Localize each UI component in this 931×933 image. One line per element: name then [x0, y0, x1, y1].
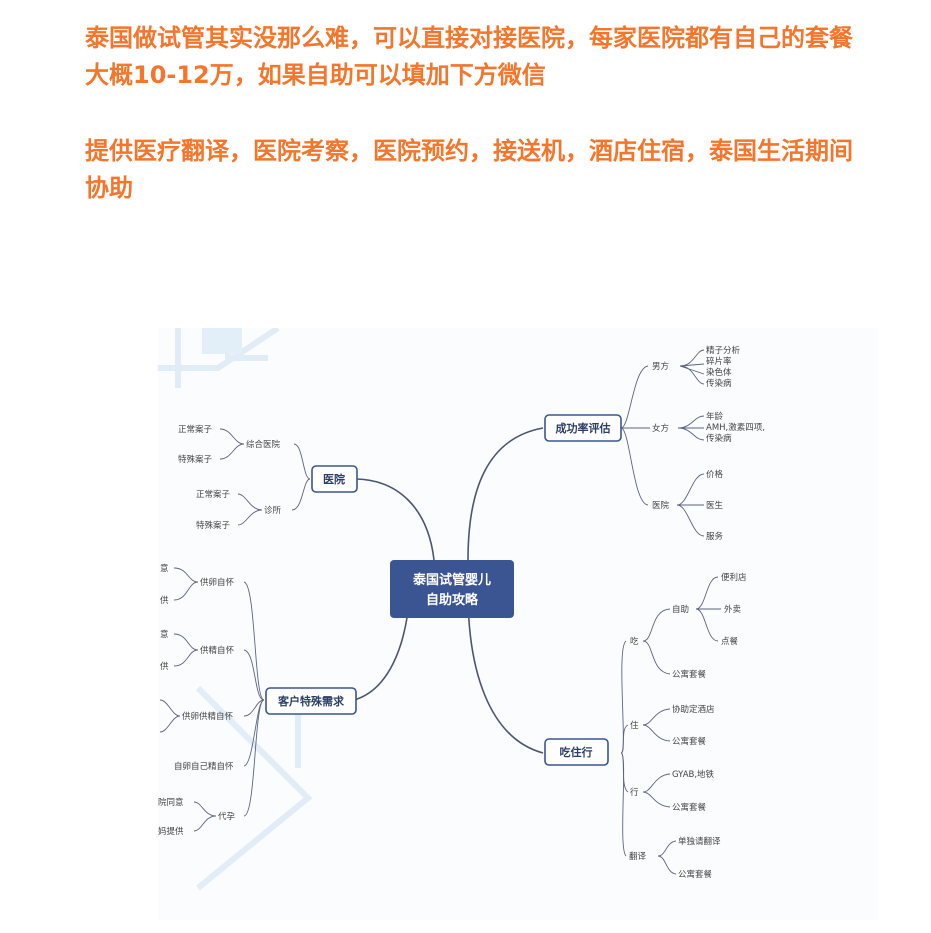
node-sperm-donor-item: 供 [160, 661, 169, 672]
node-success-hospital-item: 服务 [706, 531, 724, 542]
node-sperm-donor: 供精自怀 [200, 645, 235, 656]
node-female: 女方 [652, 423, 669, 434]
node-success-hospital-item: 价格 [706, 469, 724, 480]
node-sperm-donor-item: 意 [160, 629, 169, 640]
node-eat-apartment: 公寓套餐 [672, 669, 707, 680]
success-connectors [620, 349, 705, 537]
mind-map: 泰国试管婴儿 自助攻略 成功率评估 吃住行 医院 客户特殊需求 男方 精子分析 … [158, 328, 878, 920]
node-eat-self: 自助 [672, 604, 689, 615]
center-node: 泰国试管婴儿 自助攻略 [390, 560, 514, 618]
connector-success [467, 427, 544, 561]
node-translate-item: 公寓套餐 [678, 869, 713, 880]
node-stay-item: 协助定酒店 [672, 704, 715, 715]
node-female-item: 年龄 [706, 411, 724, 422]
topic-living-label: 吃住行 [560, 745, 593, 759]
node-male-item: 传染病 [706, 378, 732, 389]
node-travel: 行 [630, 787, 639, 798]
center-title-line1: 泰国试管婴儿 [412, 572, 491, 588]
hospital-connectors [219, 428, 311, 526]
topic-special: 客户特殊需求 [265, 687, 357, 715]
node-general-hospital-item: 正常案子 [178, 424, 213, 435]
background-block [202, 328, 242, 354]
node-translate: 翻译 [629, 852, 647, 862]
connector-living [467, 591, 544, 754]
node-male-item: 碎片率 [706, 356, 732, 367]
living-connectors [620, 576, 721, 875]
node-surrogate: 代孕 [218, 811, 236, 822]
node-male-item: 染色体 [706, 367, 732, 378]
node-surrogate-item: 妈提供 [158, 826, 184, 837]
node-travel-item: 公寓套餐 [672, 802, 707, 813]
topic-hospital: 医院 [311, 465, 358, 493]
node-clinic-item: 特殊案子 [196, 520, 231, 531]
node-success-hospital-item: 医生 [706, 500, 724, 511]
intro-paragraph-2: 提供医疗翻译，医院考察，医院预约，接送机，酒店住宿，泰国生活期间协助 [85, 137, 853, 202]
node-eat-self-item: 点餐 [721, 637, 739, 647]
node-egg-donor: 供卵自怀 [200, 577, 235, 588]
node-female-item: AMH,激素四项, [706, 422, 765, 433]
node-egg-donor-item: 意 [160, 563, 169, 574]
node-surrogate-item: 院同意 [158, 797, 184, 808]
node-general-hospital-item: 特殊案子 [178, 454, 213, 465]
center-node-box [390, 560, 514, 618]
node-male: 男方 [652, 361, 669, 372]
node-general-hospital: 综合医院 [246, 439, 281, 450]
node-eat: 吃 [630, 636, 639, 647]
node-eat-self-item: 外卖 [724, 604, 742, 615]
topic-living: 吃住行 [544, 738, 609, 766]
topic-success: 成功率评估 [544, 414, 622, 442]
special-connectors [159, 567, 265, 832]
node-clinic: 诊所 [264, 505, 282, 516]
node-success-hospital: 医院 [652, 500, 670, 511]
node-stay: 住 [630, 720, 639, 731]
node-clinic-item: 正常案子 [196, 489, 231, 500]
center-title-line2: 自助攻略 [426, 592, 479, 608]
node-eat-self-item: 便利店 [721, 572, 747, 583]
node-own: 自卵自己精自怀 [174, 761, 234, 772]
node-translate-item: 单独请翻译 [678, 836, 721, 847]
intro-paragraph-1: 泰国做试管其实没那么难，可以直接对接医院，每家医院都有自己的套餐大概10-12万… [85, 24, 853, 89]
node-travel-item: GYAB,地铁 [672, 769, 715, 780]
node-egg-donor-item: 供 [160, 595, 169, 606]
topic-hospital-label: 医院 [323, 472, 345, 486]
node-both-donor: 供卵供精自怀 [182, 711, 234, 722]
node-female-item: 传染病 [706, 433, 732, 444]
topic-success-label: 成功率评估 [556, 421, 611, 435]
connector-hospital [355, 478, 435, 561]
node-male-item: 精子分析 [706, 345, 741, 356]
topic-special-label: 客户特殊需求 [277, 694, 345, 708]
node-stay-item: 公寓套餐 [672, 736, 707, 747]
